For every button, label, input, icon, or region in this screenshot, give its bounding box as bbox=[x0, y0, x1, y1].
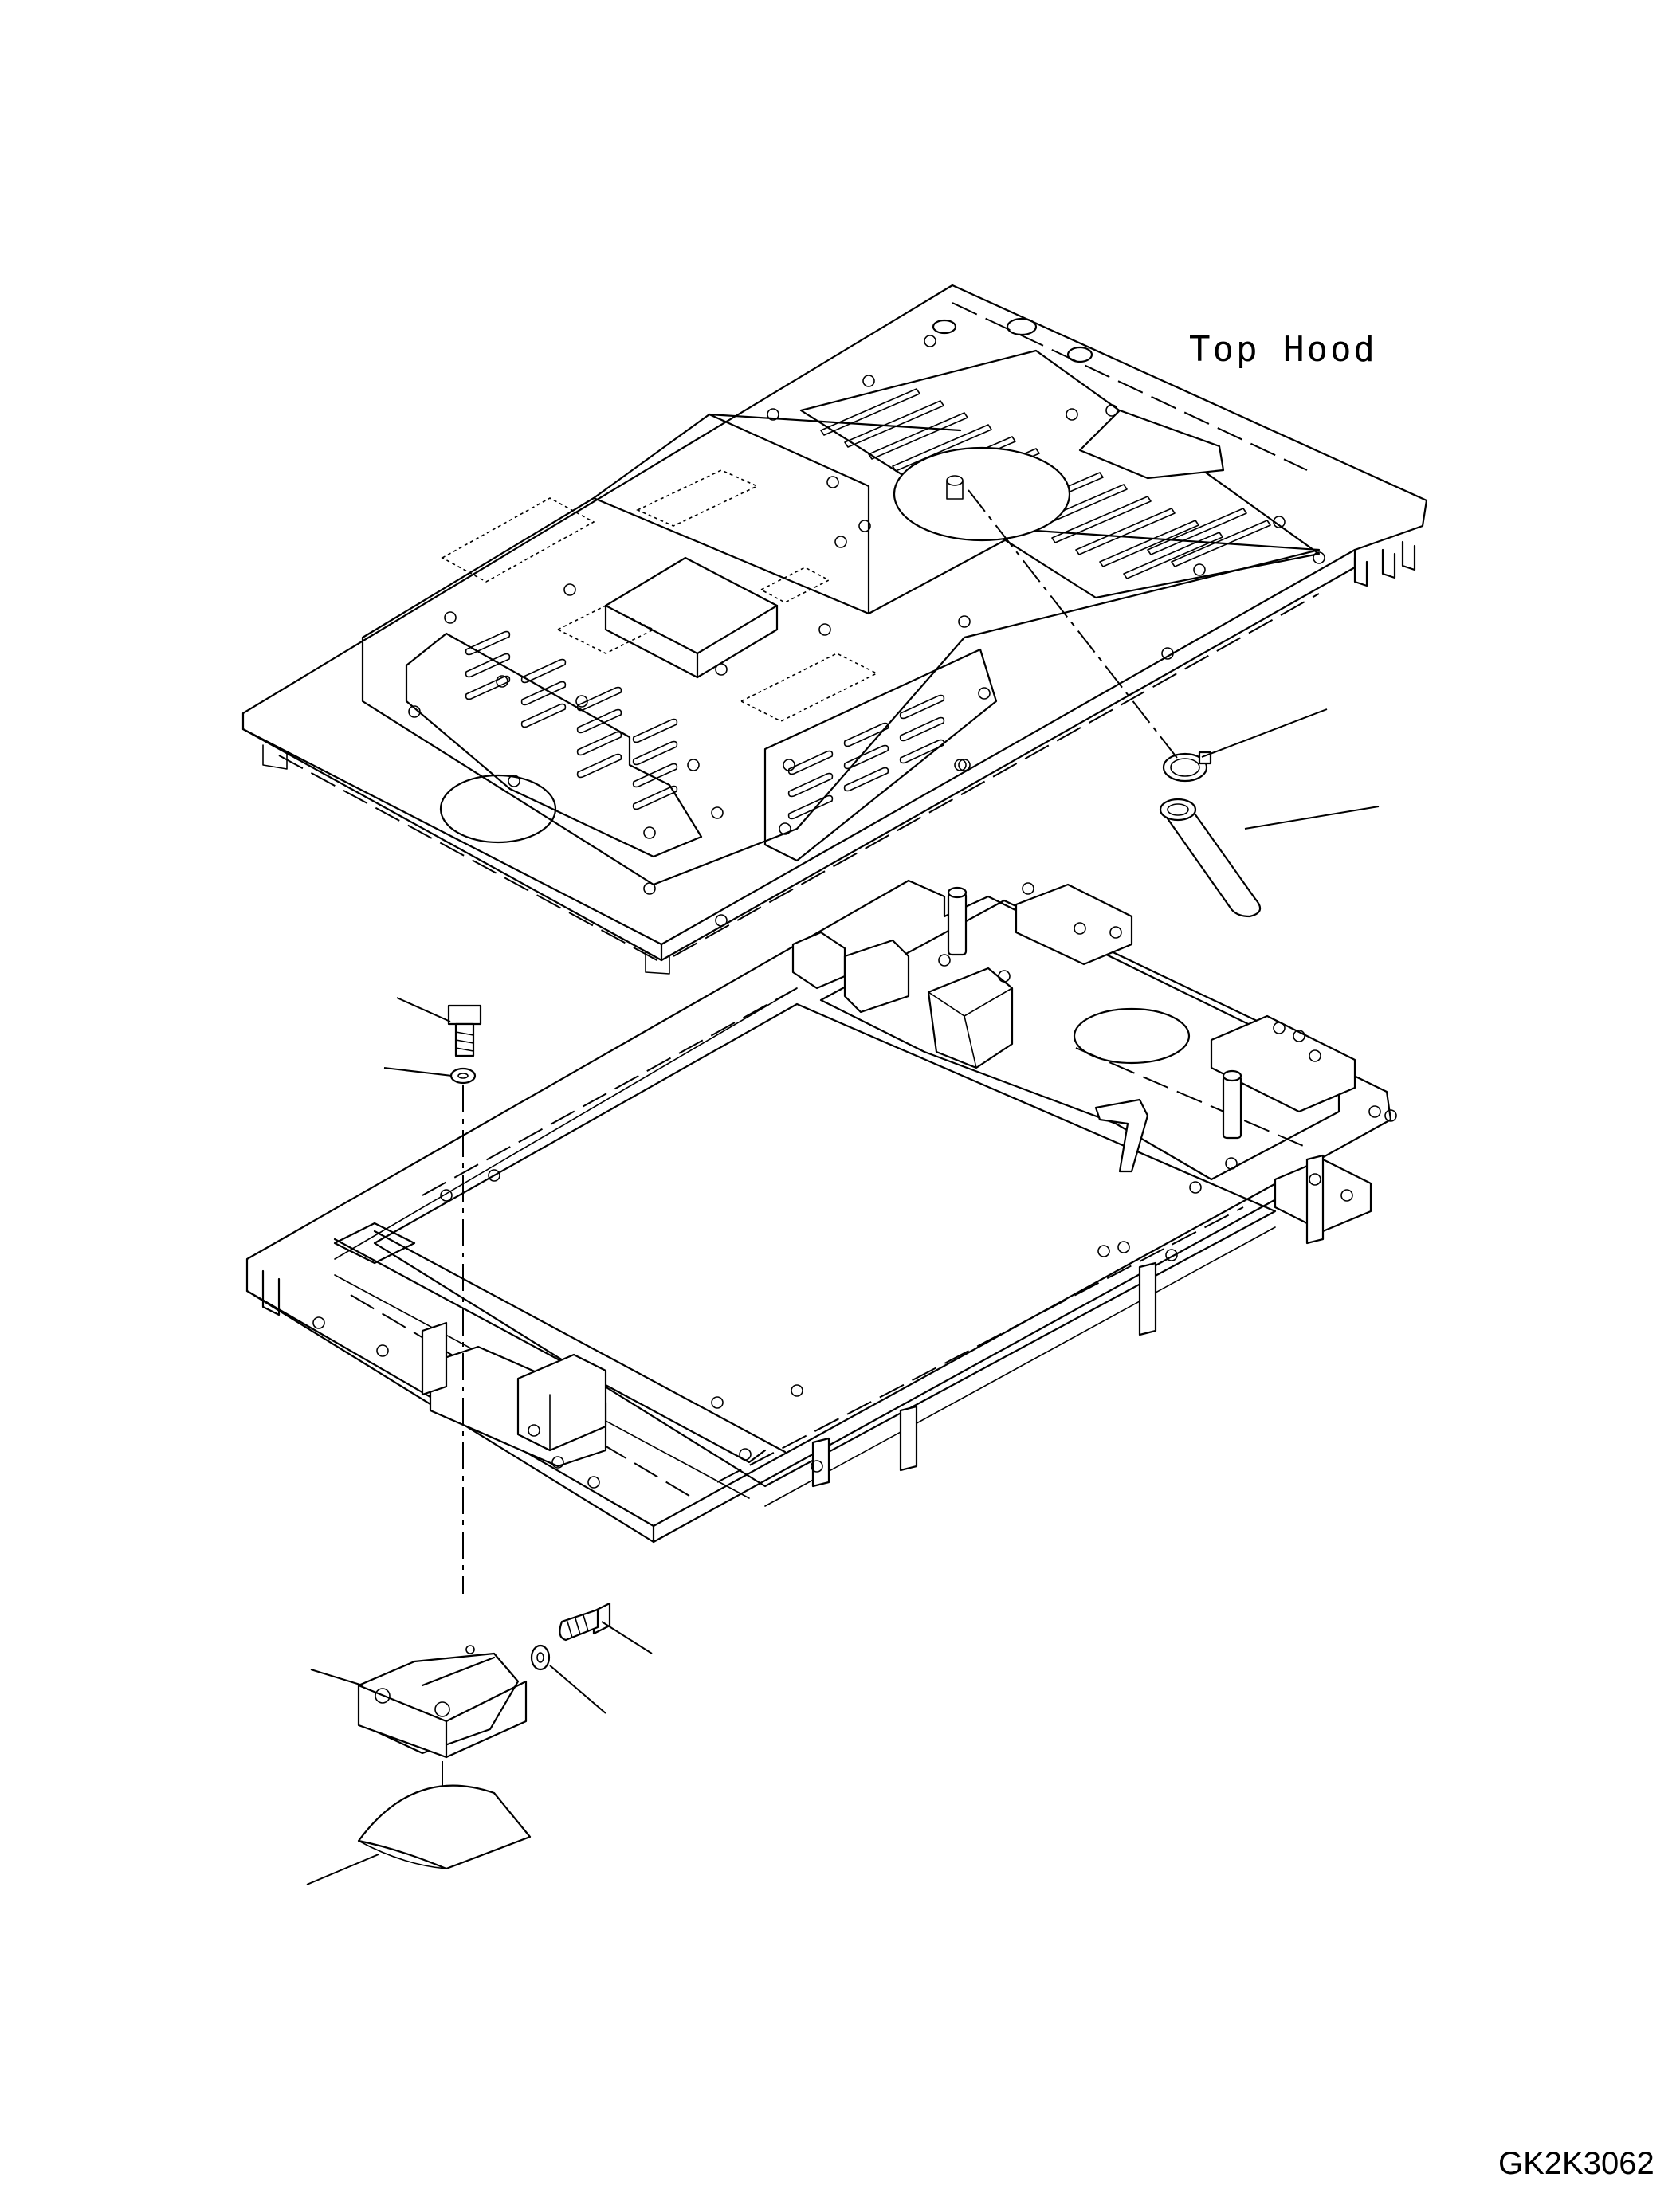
hose bbox=[1159, 798, 1262, 918]
curved-pad bbox=[357, 1784, 532, 1870]
side-washer bbox=[530, 1644, 551, 1671]
mount-bracket bbox=[357, 1645, 528, 1759]
upper-washer bbox=[449, 1067, 477, 1085]
cab-frame bbox=[245, 879, 1397, 1544]
frame-bolts bbox=[312, 882, 1397, 1489]
leader-lines bbox=[306, 708, 1380, 1885]
hose-clamp bbox=[1162, 751, 1212, 783]
left-louvre-slots bbox=[465, 630, 678, 810]
top-hood-label: Top Hood bbox=[1189, 329, 1377, 370]
side-bolt bbox=[559, 1602, 611, 1642]
right-louvre-slots bbox=[787, 694, 945, 820]
drawing-code: GK2K3062 bbox=[1498, 2146, 1654, 2181]
hood-bolts bbox=[408, 335, 1325, 927]
upper-bolt bbox=[447, 1004, 482, 1057]
top-hood bbox=[241, 284, 1428, 975]
